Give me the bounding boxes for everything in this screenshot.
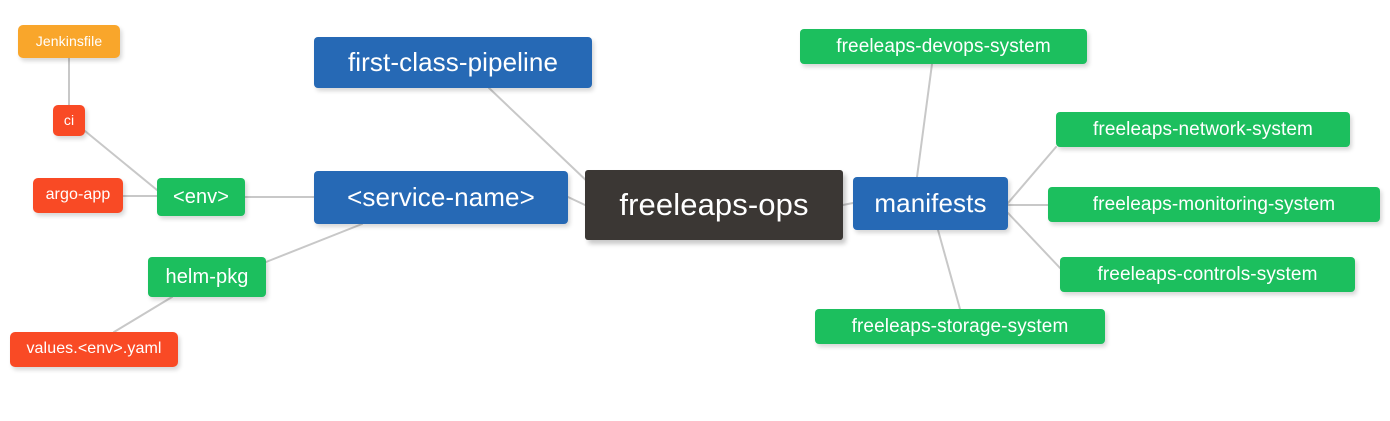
mindmap-node-label: helm-pkg bbox=[165, 265, 249, 288]
mindmap-node-label: <service-name> bbox=[347, 181, 535, 212]
mindmap-node-label: ci bbox=[63, 112, 75, 129]
mindmap-node-freeleaps-controls-system[interactable]: freeleaps-controls-system bbox=[1060, 257, 1355, 292]
mindmap-edge bbox=[937, 229, 961, 310]
mindmap-edge bbox=[916, 63, 933, 178]
mindmap-edge bbox=[265, 223, 363, 263]
mindmap-node-ci[interactable]: ci bbox=[53, 105, 85, 136]
mindmap-node-freeleaps-storage-system[interactable]: freeleaps-storage-system bbox=[815, 309, 1105, 344]
mindmap-edge bbox=[842, 202, 854, 206]
mindmap-node-label: freeleaps-monitoring-system bbox=[1092, 193, 1336, 215]
mindmap-node-label: argo-app bbox=[45, 186, 111, 204]
mindmap-node-argo-app[interactable]: argo-app bbox=[33, 178, 123, 213]
mindmap-node-jenkinsfile[interactable]: Jenkinsfile bbox=[18, 25, 120, 58]
mindmap-node-freeleaps-ops[interactable]: freeleaps-ops bbox=[585, 170, 843, 240]
mindmap-edge bbox=[113, 296, 173, 333]
mindmap-edge bbox=[567, 196, 586, 206]
mindmap-node-label: freeleaps-ops bbox=[619, 186, 809, 222]
mindmap-node-label: Jenkinsfile bbox=[35, 33, 103, 50]
mindmap-node-label: freeleaps-devops-system bbox=[836, 35, 1051, 57]
mindmap-node-manifests[interactable]: manifests bbox=[853, 177, 1008, 230]
mindmap-node-freeleaps-devops-system[interactable]: freeleaps-devops-system bbox=[800, 29, 1087, 64]
mindmap-node-label: freeleaps-storage-system bbox=[851, 315, 1069, 337]
mindmap-node-label: manifests bbox=[874, 187, 987, 218]
mindmap-node-first-class-pipeline[interactable]: first-class-pipeline bbox=[314, 37, 592, 88]
mindmap-node-label: <env> bbox=[172, 185, 230, 208]
mindmap-node-label: values.<env>.yaml bbox=[26, 340, 162, 358]
mindmap-node-label: freeleaps-controls-system bbox=[1097, 263, 1318, 285]
mindmap-node-label: first-class-pipeline bbox=[347, 46, 559, 77]
mindmap-node-freeleaps-network-system[interactable]: freeleaps-network-system bbox=[1056, 112, 1350, 147]
mindmap-node-freeleaps-monitoring-system[interactable]: freeleaps-monitoring-system bbox=[1048, 187, 1380, 222]
mindmap-node-values-env-yaml[interactable]: values.<env>.yaml bbox=[10, 332, 178, 367]
mindmap-node-helm-pkg[interactable]: helm-pkg bbox=[148, 257, 266, 297]
mindmap-node-service-name[interactable]: <service-name> bbox=[314, 171, 568, 224]
mindmap-node-label: freeleaps-network-system bbox=[1093, 118, 1313, 140]
mindmap-node-env[interactable]: <env> bbox=[157, 178, 245, 216]
